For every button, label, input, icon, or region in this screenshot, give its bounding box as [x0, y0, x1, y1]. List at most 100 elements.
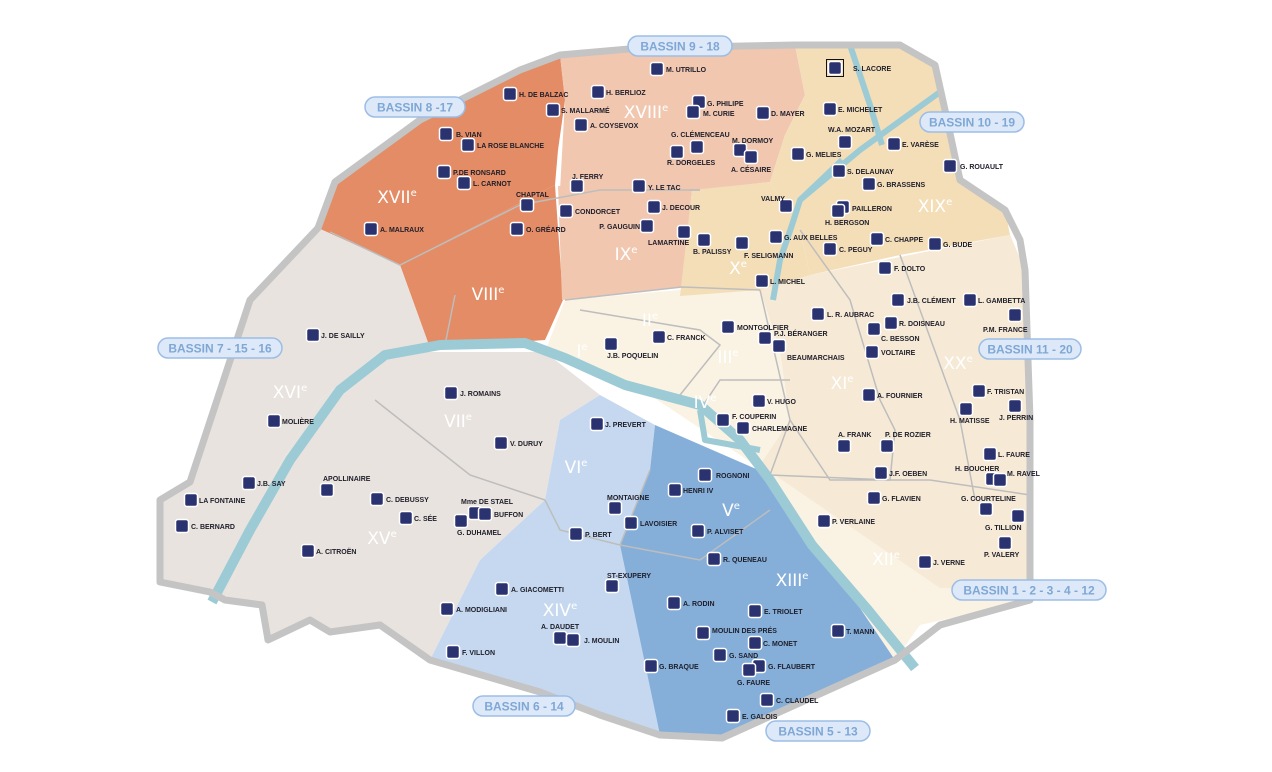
school-marker[interactable]: L. R. AUBRAC — [810, 306, 875, 322]
bassin-label[interactable]: BASSIN 1 - 2 - 3 - 4 - 12 — [951, 579, 1107, 601]
school-square-icon[interactable] — [822, 241, 838, 257]
school-marker[interactable]: L. FAURE — [982, 446, 1031, 462]
school-square-icon[interactable] — [558, 203, 574, 219]
bassin-pill[interactable] — [472, 695, 576, 717]
school-square-icon[interactable] — [443, 385, 459, 401]
school-square-icon[interactable] — [751, 393, 767, 409]
school-marker[interactable]: P. VERLAINE — [816, 513, 876, 529]
school-square-icon[interactable] — [757, 330, 773, 346]
school-square-icon[interactable] — [771, 338, 787, 354]
school-square-icon[interactable] — [690, 523, 706, 539]
school-marker[interactable]: G. CLÉMENCEAU — [671, 130, 730, 155]
school-marker[interactable]: HENRI IV — [667, 482, 714, 498]
school-square-icon[interactable] — [712, 647, 728, 663]
school-square-icon[interactable] — [545, 102, 561, 118]
school-square-icon[interactable] — [643, 658, 659, 674]
school-square-icon[interactable] — [715, 412, 731, 428]
school-marker[interactable]: O. GRÉARD — [509, 221, 566, 237]
school-marker[interactable]: H. BERGSON — [825, 203, 869, 228]
school-marker[interactable]: V. HUGO — [751, 393, 797, 409]
school-marker[interactable]: R. DORGELES — [667, 144, 716, 168]
school-square-icon[interactable] — [604, 578, 620, 594]
school-square-icon[interactable] — [183, 492, 199, 508]
school-marker[interactable]: A. CÉSAIRE — [731, 149, 771, 175]
school-marker[interactable]: J. FERRY — [569, 174, 604, 194]
school-square-icon[interactable] — [706, 551, 722, 567]
school-square-icon[interactable] — [363, 221, 379, 237]
bassin-pill[interactable] — [765, 720, 871, 742]
school-marker[interactable]: G. TILLION — [985, 508, 1026, 533]
school-square-icon[interactable] — [568, 526, 584, 542]
school-square-icon[interactable] — [971, 383, 987, 399]
school-square-icon[interactable] — [174, 518, 190, 534]
school-marker[interactable]: J.B. POQUELIN — [603, 336, 659, 361]
school-marker[interactable]: P.M. FRANCE — [983, 307, 1028, 335]
school-square-icon[interactable] — [241, 475, 257, 491]
school-square-icon[interactable] — [790, 146, 806, 162]
school-square-icon[interactable] — [768, 229, 784, 245]
school-marker[interactable]: F. SELIGMANN — [734, 235, 794, 261]
bassin-label[interactable]: BASSIN 9 - 18 — [627, 35, 733, 57]
school-square-icon[interactable] — [822, 101, 838, 117]
school-marker[interactable]: C. DEBUSSY — [369, 491, 430, 507]
school-square-icon[interactable] — [725, 708, 741, 724]
school-square-icon[interactable] — [369, 491, 385, 507]
school-marker[interactable]: F. TRISTAN — [971, 383, 1025, 399]
school-square-icon[interactable] — [992, 472, 1008, 488]
school-marker[interactable]: C. CLAUDEL — [759, 692, 820, 708]
school-marker[interactable]: A. RODIN — [666, 595, 715, 611]
school-marker[interactable]: H. DE BALZAC — [502, 86, 569, 102]
school-marker[interactable]: J. VERNE — [917, 554, 966, 570]
school-square-icon[interactable] — [754, 273, 770, 289]
school-marker[interactable]: LA ROSE BLANCHE — [460, 137, 545, 153]
school-square-icon[interactable] — [398, 510, 414, 526]
school-marker[interactable]: S. LACORE — [826, 59, 892, 77]
school-square-icon[interactable] — [869, 231, 885, 247]
school-marker[interactable]: G. BRASSENS — [861, 176, 926, 192]
school-marker[interactable]: D. MAYER — [755, 105, 805, 121]
school-square-icon[interactable] — [861, 176, 877, 192]
school-square-icon[interactable] — [866, 490, 882, 506]
school-marker[interactable]: A. CITROËN — [300, 543, 357, 559]
school-square-icon[interactable] — [747, 603, 763, 619]
school-square-icon[interactable] — [836, 438, 852, 454]
school-marker[interactable]: P. DE ROZIER — [879, 432, 931, 454]
school-square-icon[interactable] — [552, 630, 568, 646]
school-square-icon[interactable] — [747, 635, 763, 651]
school-square-icon[interactable] — [646, 199, 662, 215]
school-square-icon[interactable] — [445, 644, 461, 660]
school-square-icon[interactable] — [864, 344, 880, 360]
bassin-pill[interactable] — [157, 337, 283, 359]
school-square-icon[interactable] — [810, 306, 826, 322]
school-marker[interactable]: W.A. MOZART — [828, 127, 876, 150]
school-marker[interactable]: ST-EXUPERY — [604, 573, 652, 594]
school-square-icon[interactable] — [743, 149, 759, 165]
school-marker[interactable]: ROGNONI — [697, 467, 750, 483]
school-marker[interactable]: C. CHAPPE — [869, 231, 924, 247]
school-marker[interactable]: MOLIÈRE — [266, 413, 315, 429]
school-square-icon[interactable] — [477, 506, 493, 522]
school-square-icon[interactable] — [831, 163, 847, 179]
school-marker[interactable]: J. PREVERT — [589, 416, 647, 432]
school-square-icon[interactable] — [1007, 398, 1023, 414]
school-square-icon[interactable] — [438, 126, 454, 142]
school-square-icon[interactable] — [453, 513, 469, 529]
school-square-icon[interactable] — [689, 139, 705, 155]
school-square-icon[interactable] — [759, 692, 775, 708]
school-marker[interactable]: E. MICHELET — [822, 101, 884, 117]
school-marker[interactable]: S. MALLARMÉ — [545, 102, 610, 118]
school-marker[interactable]: J.F. OEBEN — [873, 465, 928, 481]
school-square-icon[interactable] — [573, 117, 589, 133]
school-marker[interactable]: C. PEGUY — [822, 241, 873, 257]
school-square-icon[interactable] — [695, 625, 711, 641]
school-marker[interactable]: G. BUDE — [927, 236, 973, 252]
school-marker[interactable]: M. CURIE — [685, 104, 735, 120]
school-square-icon[interactable] — [436, 164, 452, 180]
school-marker[interactable]: MOULIN DES PRÉS — [695, 625, 778, 641]
bassin-pill[interactable] — [919, 111, 1025, 133]
school-marker[interactable]: F. COUPERIN — [715, 412, 777, 428]
school-marker[interactable]: A. FOURNIER — [861, 387, 923, 403]
school-marker[interactable]: J.B. SAY — [241, 475, 286, 491]
school-square-icon[interactable] — [666, 595, 682, 611]
school-marker[interactable]: LA FONTAINE — [183, 492, 246, 508]
